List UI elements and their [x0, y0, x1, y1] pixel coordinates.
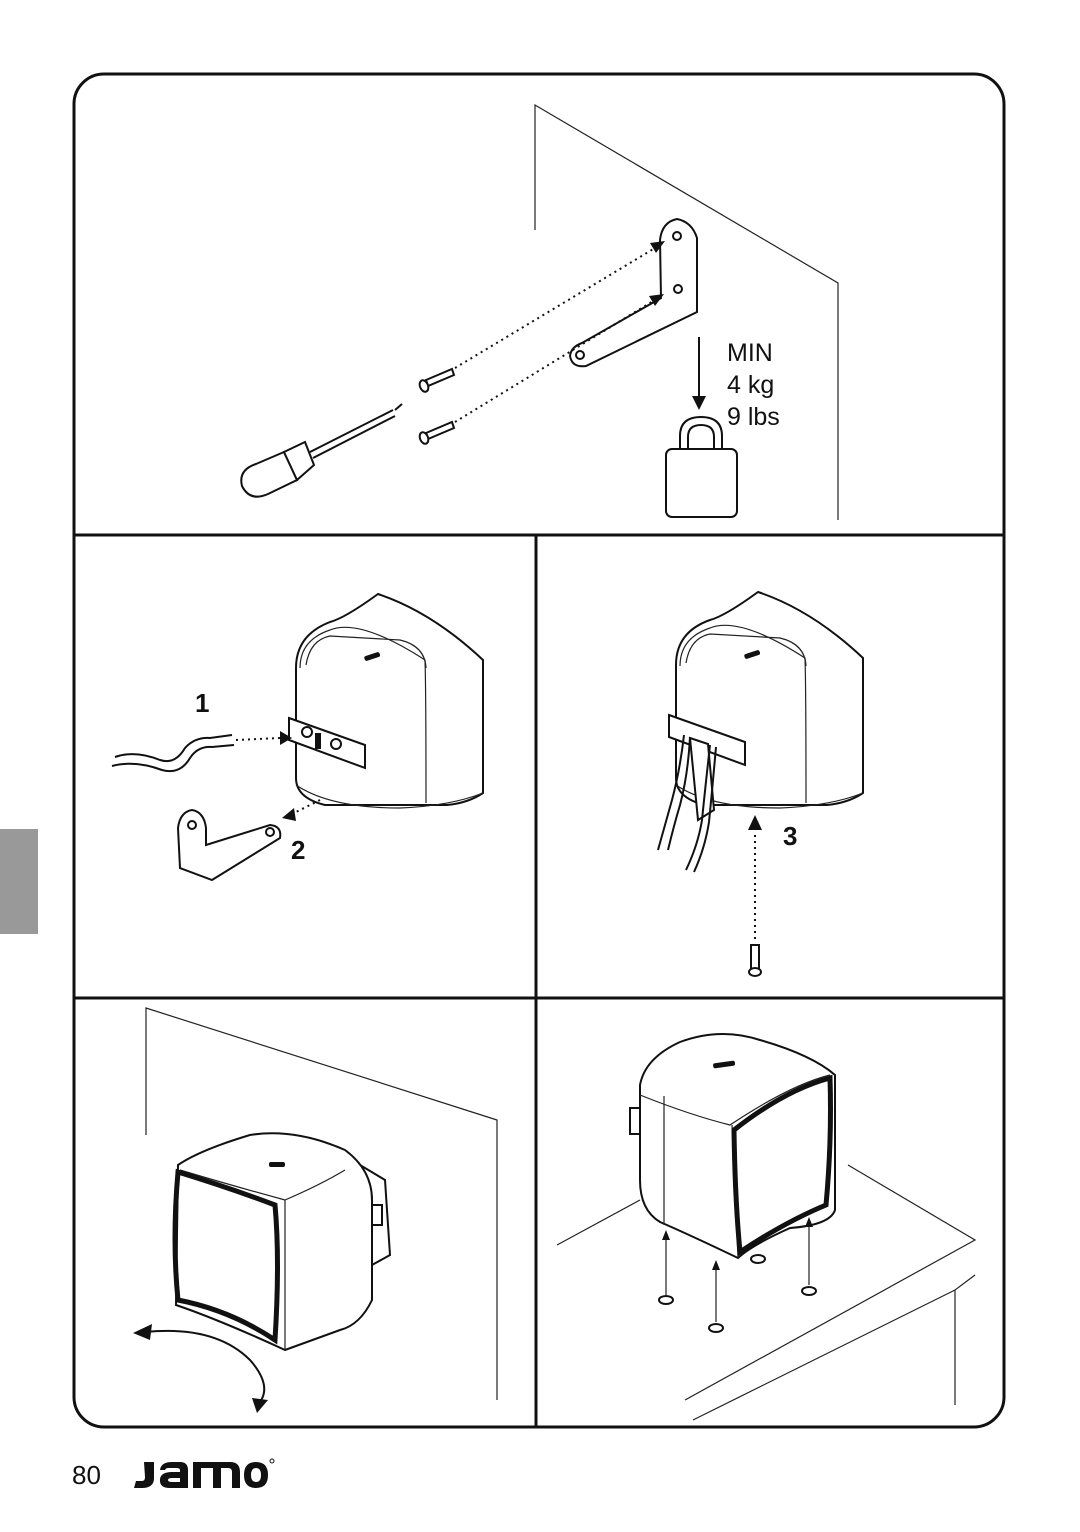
panel-attach: 3 [657, 590, 864, 977]
jamo-logo [134, 1458, 275, 1488]
foot-icon [750, 1254, 766, 1264]
speaker-icon [288, 592, 484, 809]
foot-icon [801, 1217, 817, 1296]
step-2-label: 2 [291, 835, 305, 865]
page-number: 80 [72, 1460, 101, 1490]
speaker-icon [172, 1132, 392, 1352]
weight-icon [665, 415, 738, 518]
rotate-arrow-icon [133, 1324, 268, 1413]
weight-lbs-label: 9 lbs [727, 403, 780, 431]
panel-connect: 1 2 [111, 592, 484, 882]
panel-tilt [133, 1007, 498, 1413]
step-3-label: 3 [783, 821, 797, 851]
panel-table [556, 1033, 977, 1421]
bracket-icon [568, 217, 698, 368]
panel-wall-mount: MIN 4 kg 9 lbs [240, 103, 839, 520]
screwdriver-icon [240, 403, 403, 498]
speaker-icon [629, 1033, 836, 1260]
screw-icon [418, 367, 456, 393]
foot-icon [658, 1230, 674, 1305]
foot-icon [708, 1260, 724, 1333]
section-tab [0, 829, 38, 934]
speaker-icon [668, 590, 864, 822]
instruction-frame [72, 72, 1006, 1429]
bracket-icon [176, 808, 282, 882]
weight-kg-label: 4 kg [727, 371, 774, 399]
step-1-label: 1 [195, 688, 209, 718]
screw-icon [748, 944, 762, 977]
screw-icon [418, 420, 456, 445]
weight-min-label: MIN [727, 339, 773, 367]
